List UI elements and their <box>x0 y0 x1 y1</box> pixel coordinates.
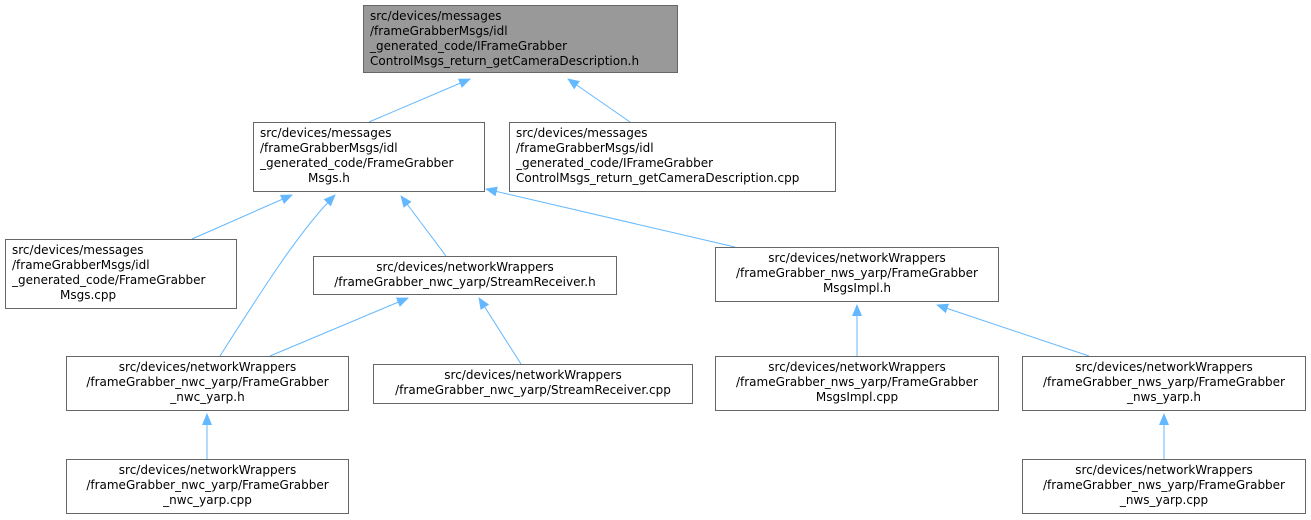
node-control-msgs-cpp[interactable]: src/devices/messages /frameGrabberMsgs/i… <box>509 122 836 192</box>
node-line: src/devices/messages <box>516 126 648 140</box>
node-line: ControlMsgs_return_getCameraDescription.… <box>516 171 800 185</box>
node-line: src/devices/networkWrappers <box>768 360 946 374</box>
node-line: _generated_code/FrameGrabber <box>12 273 206 287</box>
node-framegrabber-nwc-yarp-h[interactable]: src/devices/networkWrappers /frameGrabbe… <box>66 356 349 411</box>
node-line: _nwc_yarp.cpp <box>163 493 252 507</box>
node-line: _generated_code/IFrameGrabber <box>370 39 568 53</box>
edge-nwc_h-to-msgs_h <box>219 194 336 357</box>
node-line: MsgsImpl.h <box>822 281 892 295</box>
edge-msgsimpl_h-to-msgs_h <box>485 186 736 248</box>
node-line: /frameGrabber_nws_yarp/FrameGrabber <box>1042 478 1285 492</box>
node-line: /frameGrabber_nwc_yarp/StreamReceiver.cp… <box>395 383 671 397</box>
node-line: Msgs.h <box>308 171 350 185</box>
node-line: _nwc_yarp.h <box>170 390 245 404</box>
node-line: src/devices/messages <box>260 126 392 140</box>
node-root-header: src/devices/messages /frameGrabberMsgs/i… <box>363 5 678 73</box>
node-line: Msgs.cpp <box>60 288 117 302</box>
node-framegrabber-msgs-h[interactable]: src/devices/messages /frameGrabberMsgs/i… <box>253 122 485 192</box>
node-line: src/devices/networkWrappers <box>444 368 622 382</box>
node-line: src/devices/networkWrappers <box>118 463 297 477</box>
edge-nwc_h-to-stream_h <box>269 297 409 357</box>
node-line: src/devices/messages <box>12 243 144 257</box>
node-line: ControlMsgs_return_getCameraDescription.… <box>370 54 640 68</box>
node-line: /frameGrabberMsgs/idl <box>260 141 398 155</box>
node-line: src/devices/networkWrappers <box>118 360 297 374</box>
node-framegrabber-nwc-yarp-cpp[interactable]: src/devices/networkWrappers /frameGrabbe… <box>66 459 349 514</box>
node-framegrabber-msgs-impl-cpp[interactable]: src/devices/networkWrappers /frameGrabbe… <box>715 356 999 411</box>
node-framegrabber-nws-yarp-cpp[interactable]: src/devices/networkWrappers /frameGrabbe… <box>1022 459 1306 514</box>
node-line: /frameGrabberMsgs/idl <box>370 24 508 38</box>
node-line: /frameGrabber_nws_yarp/FrameGrabber <box>1042 375 1285 389</box>
node-line: _generated_code/IFrameGrabber <box>516 156 714 170</box>
edge-stream_cpp-to-stream_h <box>478 297 522 365</box>
node-line: /frameGrabberMsgs/idl <box>516 141 654 155</box>
node-line: _nws_yarp.cpp <box>1119 493 1209 507</box>
edge-nws_h-to-msgsimpl_h <box>936 303 1090 357</box>
node-framegrabber-msgs-cpp[interactable]: src/devices/messages /frameGrabberMsgs/i… <box>5 239 237 309</box>
node-line: _nws_yarp.h <box>1126 390 1202 404</box>
node-line: src/devices/networkWrappers <box>1075 463 1253 477</box>
node-line: src/devices/networkWrappers <box>376 260 554 274</box>
edge-msgs_h-to-root <box>368 78 471 123</box>
node-stream-receiver-cpp[interactable]: src/devices/networkWrappers /frameGrabbe… <box>373 364 693 404</box>
node-stream-receiver-h[interactable]: src/devices/networkWrappers /frameGrabbe… <box>313 256 617 295</box>
node-line: src/devices/messages <box>370 9 502 23</box>
node-framegrabber-msgs-impl-h[interactable]: src/devices/networkWrappers /frameGrabbe… <box>715 247 999 302</box>
node-line: /frameGrabber_nwc_yarp/StreamReceiver.h <box>334 275 596 289</box>
node-line: MsgsImpl.cpp <box>815 390 899 404</box>
node-line: _generated_code/FrameGrabber <box>260 156 454 170</box>
node-line: /frameGrabber_nwc_yarp/FrameGrabber <box>86 375 329 389</box>
node-line: src/devices/networkWrappers <box>1075 360 1253 374</box>
node-framegrabber-nws-yarp-h[interactable]: src/devices/networkWrappers /frameGrabbe… <box>1022 356 1306 411</box>
node-line: /frameGrabberMsgs/idl <box>12 258 150 272</box>
node-line: /frameGrabber_nws_yarp/FrameGrabber <box>735 266 978 280</box>
node-line: /frameGrabber_nwc_yarp/FrameGrabber <box>86 478 329 492</box>
edge-stream_h-to-msgs_h <box>400 195 447 257</box>
node-line: src/devices/networkWrappers <box>768 251 946 265</box>
edge-msgs_cpp-to-msgs_h <box>191 194 293 240</box>
edge-ctrl_cpp-to-root <box>567 78 631 123</box>
node-line: /frameGrabber_nws_yarp/FrameGrabber <box>735 375 978 389</box>
